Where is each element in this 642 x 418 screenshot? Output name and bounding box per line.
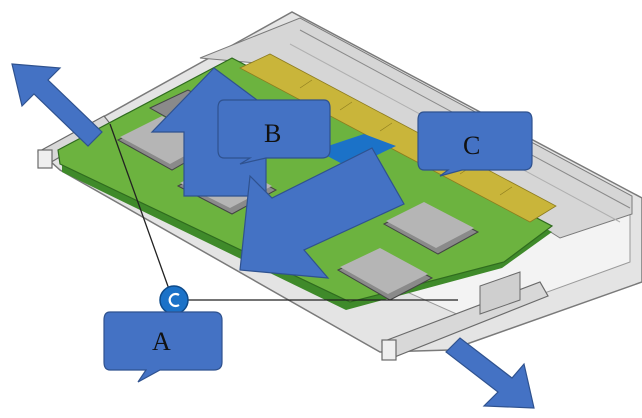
callout-bubble (103, 311, 223, 383)
callout-a: A (103, 311, 223, 383)
callout-bubble (217, 99, 331, 165)
callout-bubble (417, 111, 533, 177)
callout-c: C (417, 111, 533, 177)
arrow-release-right (445, 337, 535, 409)
callout-label: C (463, 131, 480, 160)
module-key-highlight (316, 134, 396, 168)
memory-chip (340, 248, 428, 294)
memory-chip (386, 202, 474, 248)
slot-latch-right (479, 271, 521, 315)
callout-b: B (217, 99, 331, 165)
callout-label: B (264, 119, 281, 148)
leader-lines (109, 123, 458, 301)
arrow-release-left (11, 63, 103, 147)
slot-right-tab (381, 339, 397, 361)
slot-left-tab (37, 149, 53, 169)
gold-contacts (239, 53, 557, 223)
arrow-insert-module (239, 147, 405, 279)
latch-marker (159, 285, 189, 315)
callout-label: A (152, 327, 171, 356)
